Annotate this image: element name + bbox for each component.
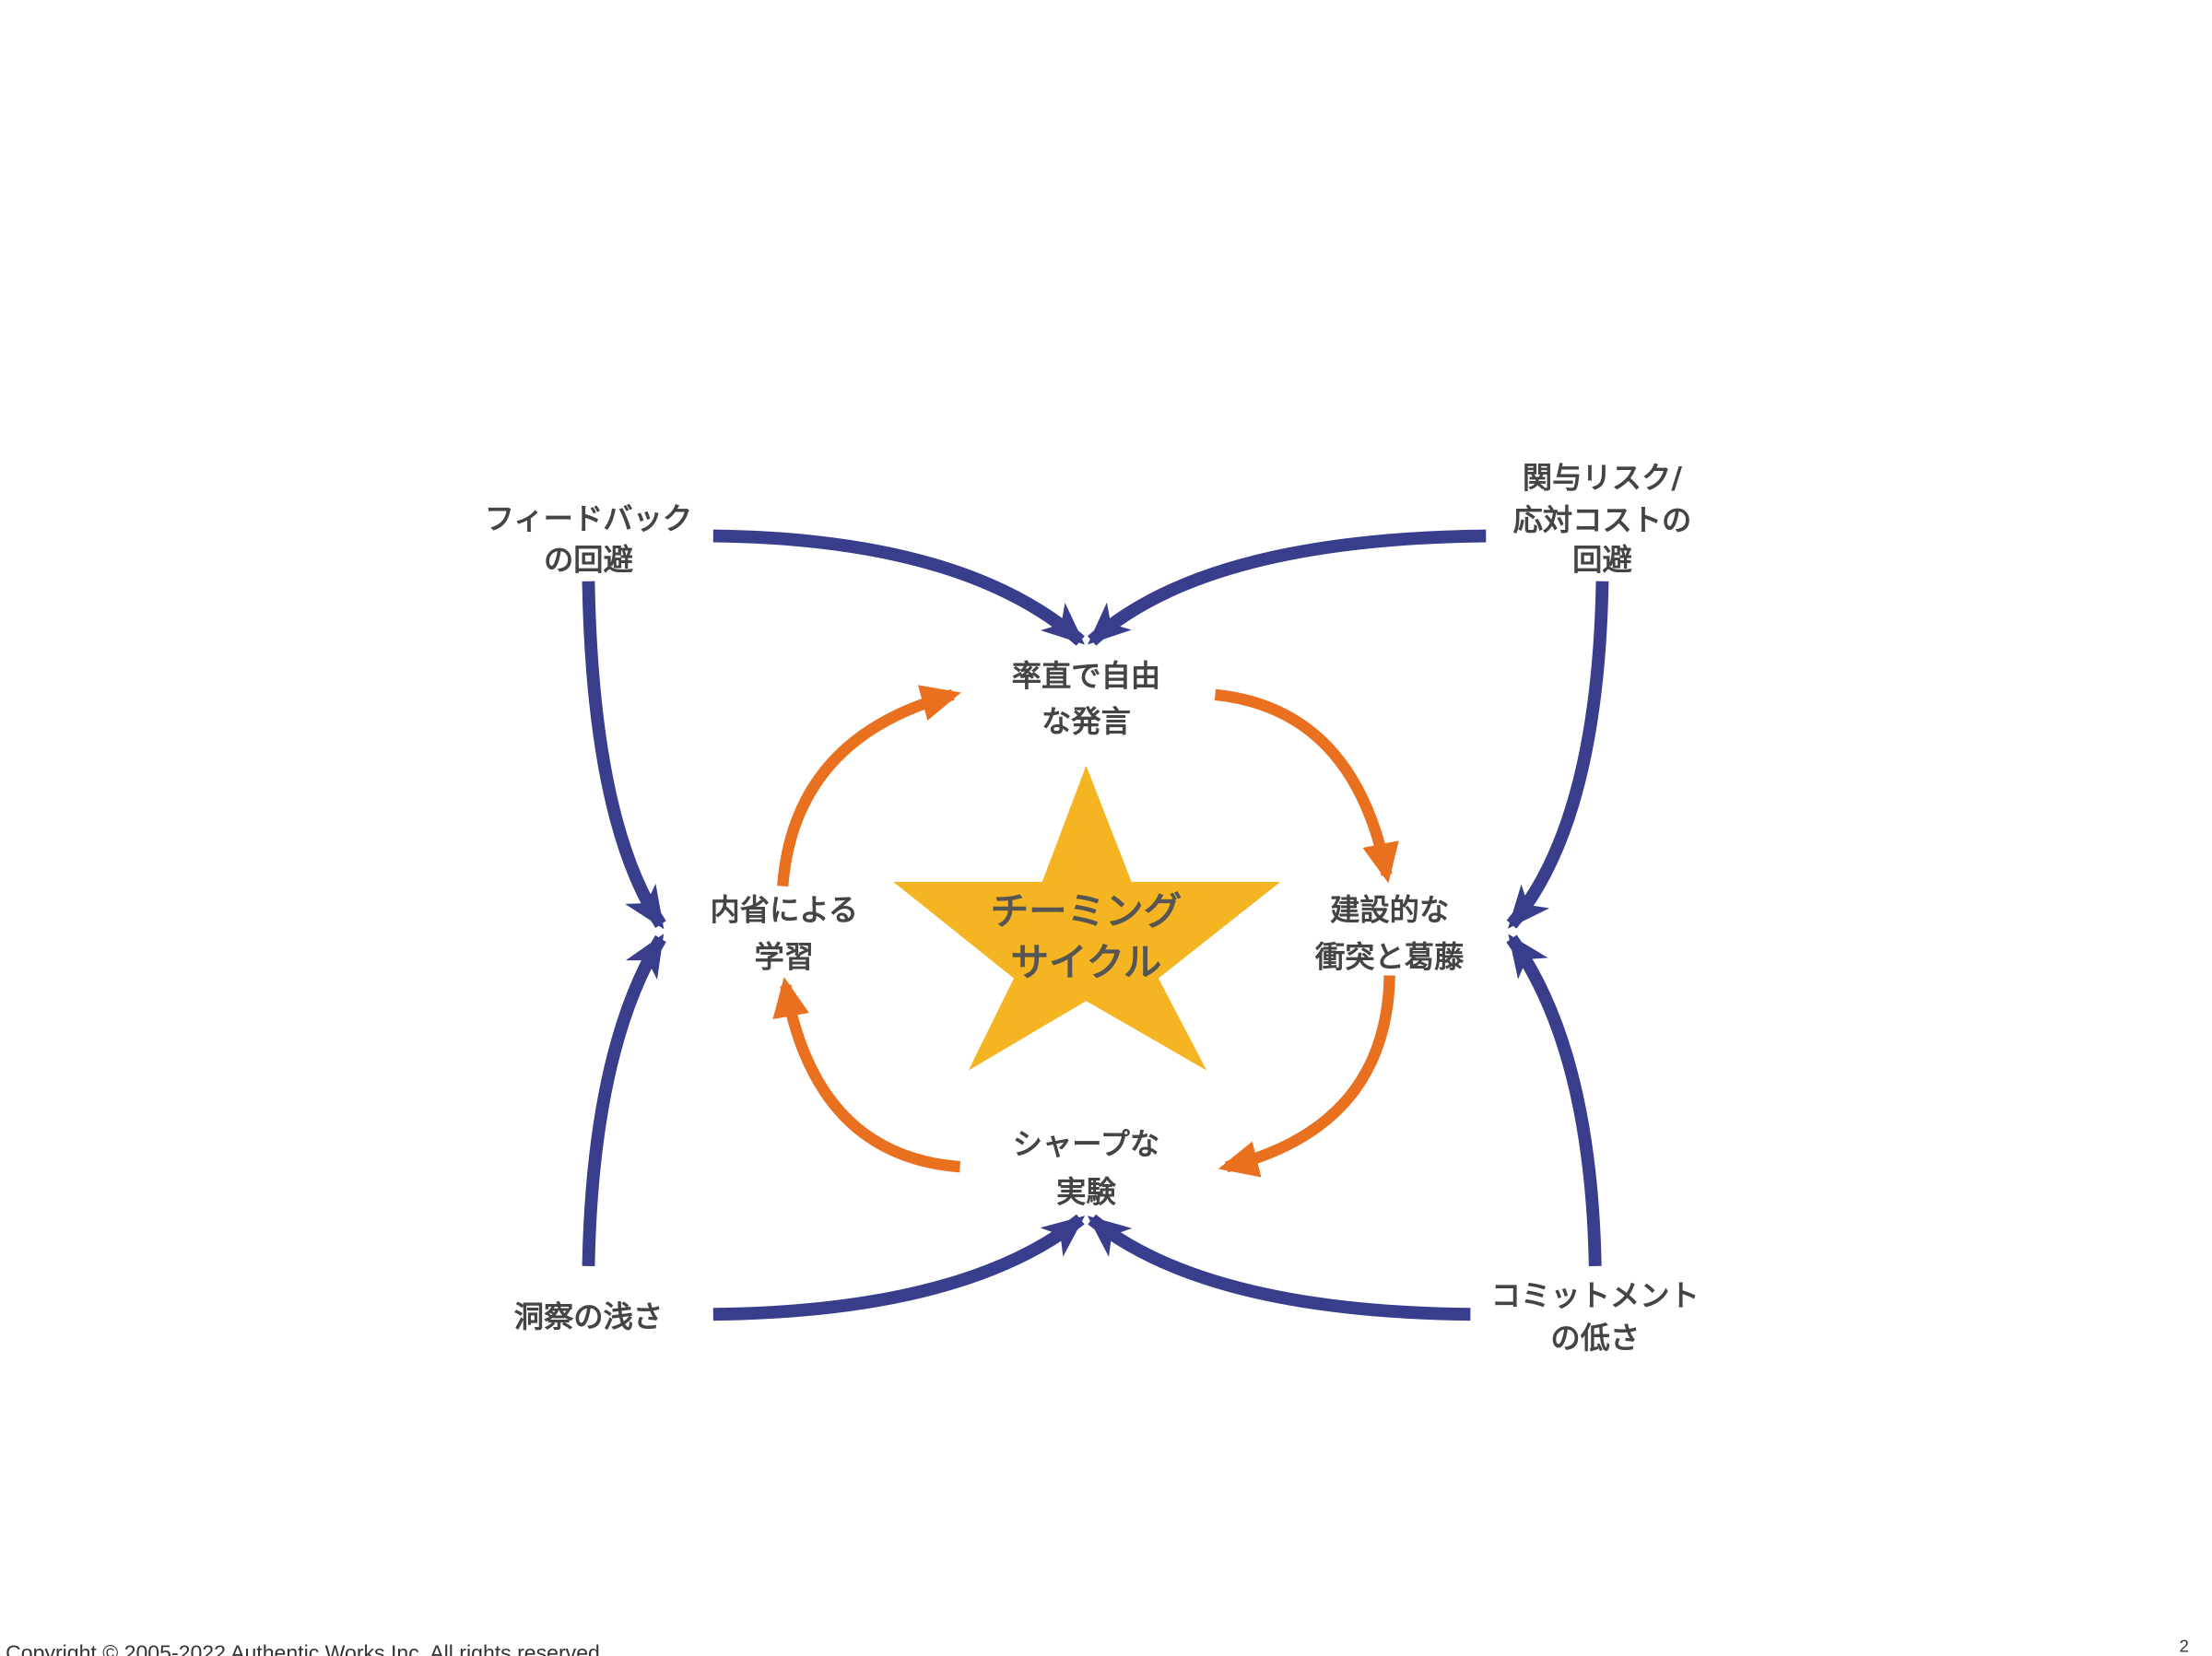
node-conflict-line1: 建設的な — [1330, 893, 1449, 928]
arrow-insight-to-experiment — [712, 1214, 1086, 1321]
barrier-risk-line1: 関与リスク/ — [1523, 460, 1682, 495]
arrow-conflict-to-experiment — [1218, 975, 1395, 1178]
arrow-risk-to-conflict — [1506, 581, 1609, 929]
star-shape — [893, 765, 1281, 1071]
arrow-reflection-to-candor — [777, 685, 961, 887]
barrier-commitment-line2: の低さ — [1550, 1321, 1640, 1356]
node-candor-line2: な発言 — [1041, 704, 1131, 739]
node-conflict-line2: 衝突と葛藤 — [1314, 939, 1465, 974]
arrow-commitment-to-experiment — [1087, 1214, 1471, 1321]
copyright-text: Copyright © 2005-2022 Authentic Works In… — [6, 1641, 606, 1656]
barrier-feedback-line2: の回避 — [544, 543, 634, 578]
arrow-candor-to-conflict — [1214, 688, 1399, 884]
node-reflection-line1: 内省による — [711, 893, 859, 928]
arrow-feedback-to-candor — [712, 529, 1085, 646]
node-candor-line1: 率直で自由 — [1012, 659, 1161, 694]
node-experiment-line2: 実験 — [1056, 1175, 1116, 1210]
node-experiment-line1: シャープな — [1013, 1126, 1160, 1161]
arrow-risk-to-candor — [1087, 529, 1487, 646]
barrier-insight-line1: 洞察の浅さ — [514, 1299, 664, 1334]
arrow-commitment-to-conflict — [1506, 934, 1602, 1267]
arrow-experiment-to-reflection — [772, 977, 961, 1173]
barrier-commitment-line1: コミットメント — [1491, 1278, 1700, 1313]
center-label-line1: チーミング — [991, 888, 1182, 934]
node-reflection-line2: 学習 — [754, 939, 814, 974]
barrier-risk-line3: 回避 — [1572, 543, 1632, 578]
center-label-line2: サイクル — [1010, 939, 1161, 984]
arrow-insight-to-reflection — [582, 934, 666, 1267]
arrow-feedback-to-reflection — [582, 581, 666, 930]
page-number: 2 — [2180, 1636, 2189, 1655]
barrier-feedback-line1: フィードバック — [485, 501, 692, 536]
barrier-risk-line2: 応対コストの — [1513, 502, 1692, 537]
